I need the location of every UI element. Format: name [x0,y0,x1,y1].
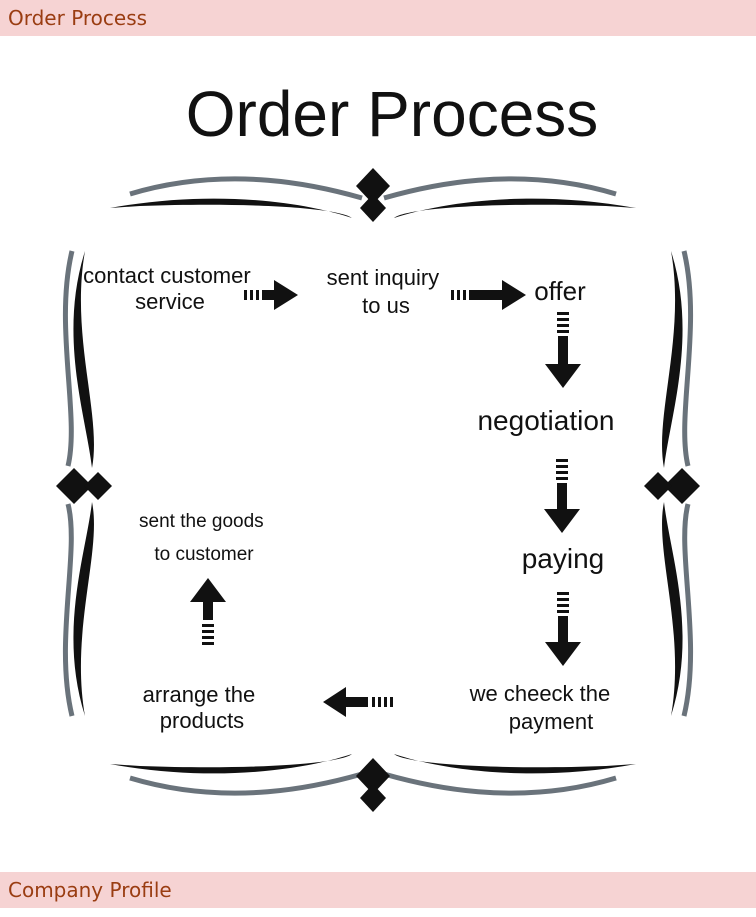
arrow-right-icon [274,280,298,310]
connector-check-to-arrange [323,687,393,717]
step-sent-goods: sent the goods to customer [139,511,269,565]
step-line: arrange the [143,682,256,707]
arrow-up-icon [190,578,226,602]
connector-offer-to-negotiation [545,312,581,388]
step-line: contact customer [83,263,251,288]
section-header-order-process[interactable]: Order Process [0,0,756,36]
step-line: offer [534,276,586,306]
step-sent-inquiry: sent inquiry to us [327,265,446,318]
step-line: payment [509,709,593,734]
step-arrange-products: arrange the products [143,682,262,733]
step-line: service [135,289,205,314]
section-header-company-profile[interactable]: Company Profile [0,872,756,908]
diagram-title: Order Process [186,78,599,150]
arrow-down-icon [544,509,580,533]
connector-negotiation-to-paying [544,459,580,533]
step-offer: offer [534,276,586,306]
connector-inquiry-to-offer [451,280,526,310]
step-line: products [160,708,244,733]
arrow-down-icon [545,642,581,666]
section-header-label: Company Profile [8,878,172,902]
step-line: to us [362,293,410,318]
connector-contact-to-inquiry [244,280,298,310]
step-paying: paying [522,543,605,574]
section-header-label: Order Process [8,6,148,30]
step-contact-customer-service: contact customer service [83,263,257,314]
arrow-right-icon [502,280,526,310]
connector-arrange-to-goods [190,578,226,645]
step-line: to customer [154,544,254,565]
step-check-payment: we cheeck the payment [469,681,617,734]
arrow-down-icon [545,364,581,388]
step-line: paying [522,543,605,574]
step-line: sent the goods [139,511,264,532]
order-process-diagram: Order Process contact customer service s… [56,78,700,812]
ornamental-frame [56,168,700,812]
step-line: sent inquiry [327,265,440,290]
step-negotiation: negotiation [477,405,614,436]
step-line: we cheeck the [469,681,611,706]
connector-paying-to-check [545,592,581,666]
arrow-left-icon [323,687,346,717]
step-line: negotiation [477,405,614,436]
